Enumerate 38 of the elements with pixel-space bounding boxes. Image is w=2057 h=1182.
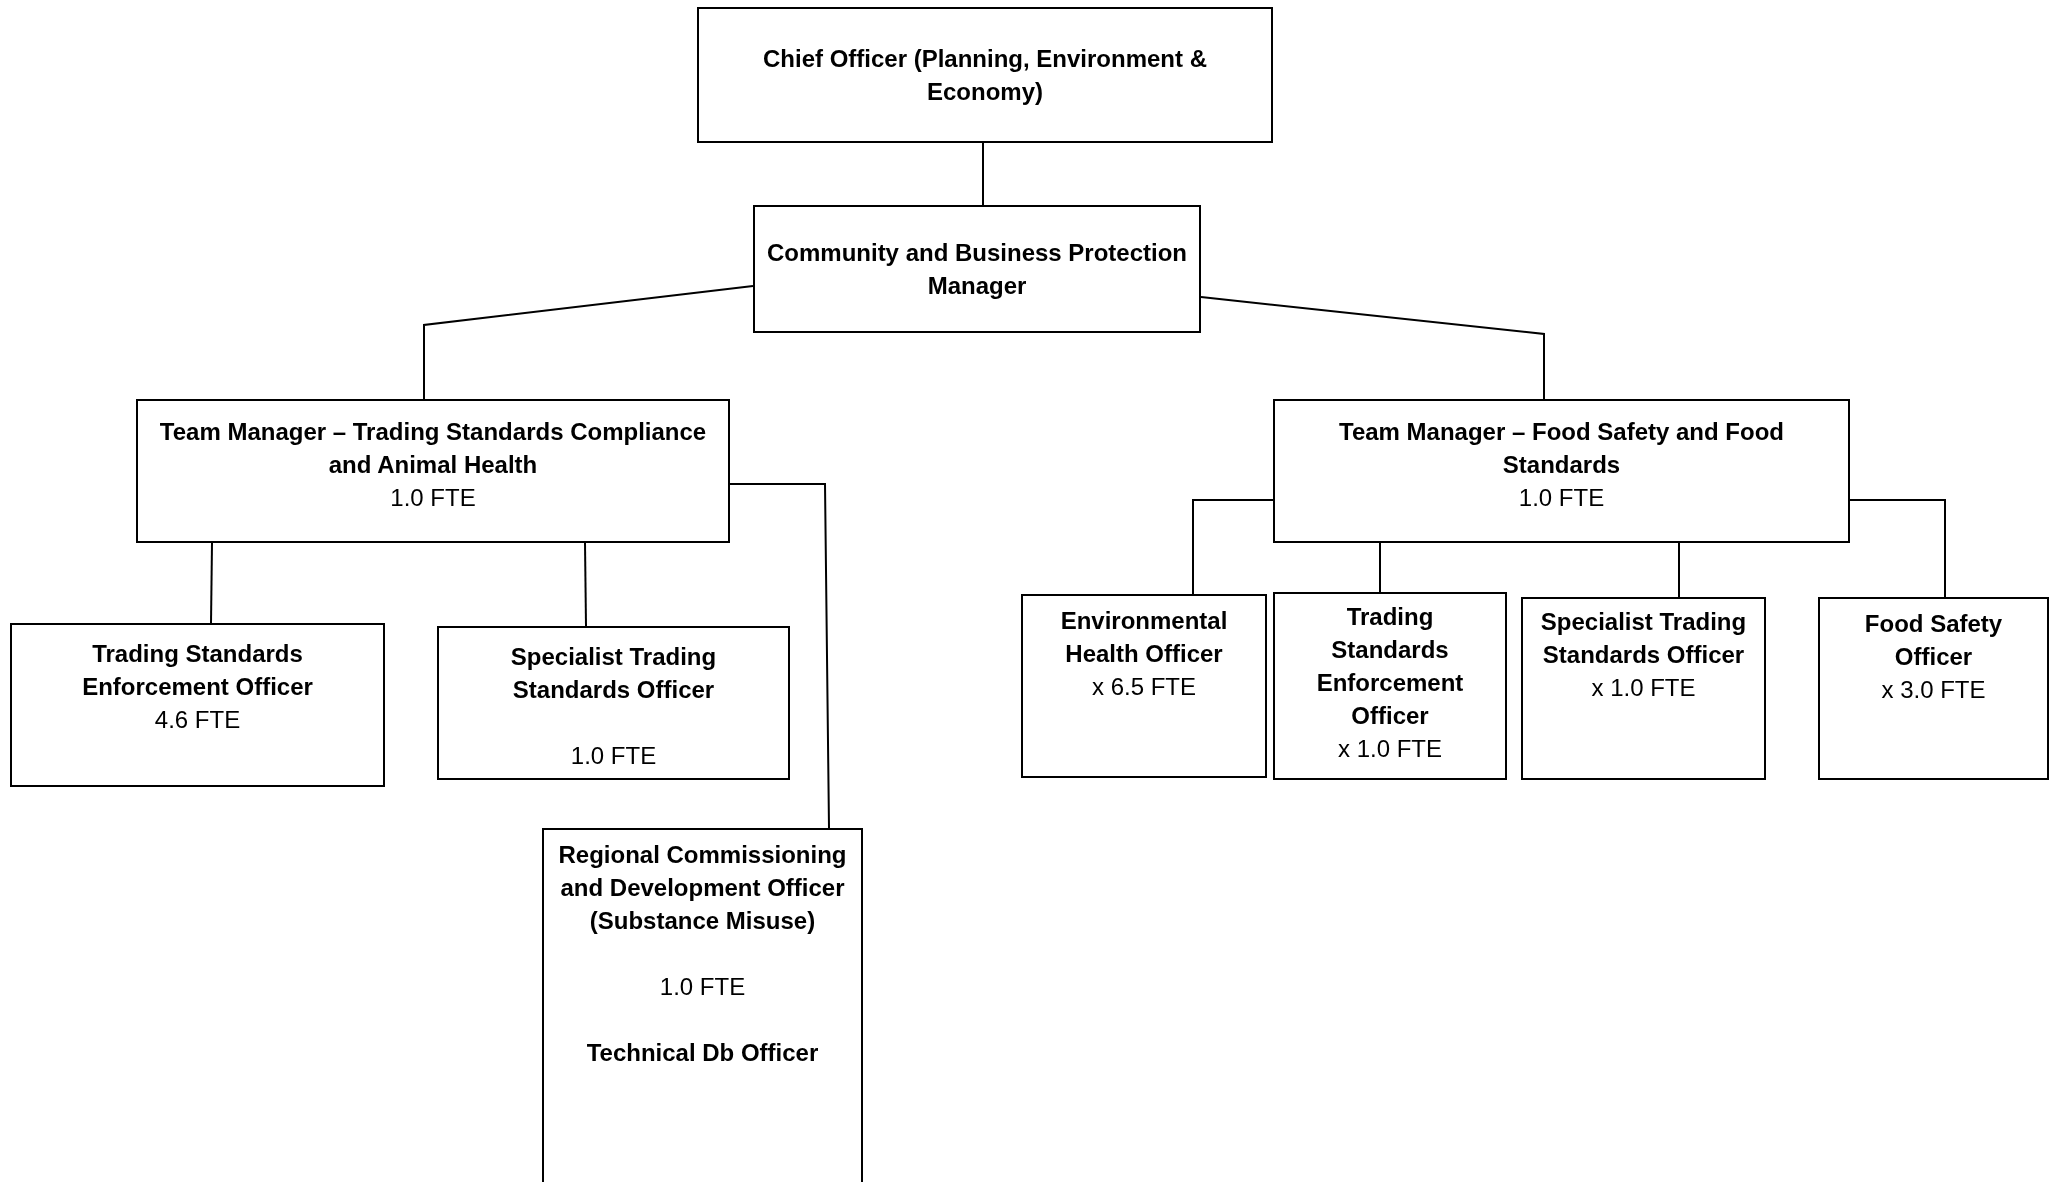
org-chart-box: [10, 623, 385, 787]
job-title: Team Manager – Trading Standards Compliance and Animal Health: [158, 417, 708, 480]
org-chart-box: [1521, 597, 1766, 780]
connector-line: [423, 285, 754, 400]
org-chart-box: [1818, 597, 2049, 780]
connector-line: [210, 542, 213, 624]
connector-line: [584, 542, 587, 627]
job-title: Team Manager – Food Safety and Food Standards: [1338, 417, 1785, 480]
job-title: Technical Db Officer: [585, 1038, 820, 1068]
fte-count: 1.0 FTE: [569, 741, 658, 771]
connector-line: [1849, 499, 1946, 598]
connector-line: [729, 483, 830, 829]
fte-count: x 1.0 FTE: [1590, 673, 1697, 703]
org-chart-box: [1273, 592, 1507, 780]
org-chart-box: [697, 7, 1273, 143]
fte-count: 1.0 FTE: [1517, 483, 1606, 513]
job-title: Specialist Trading Standards Officer: [509, 642, 718, 705]
job-title: Community and Business Protection Manager: [765, 238, 1189, 301]
org-chart-box: [437, 626, 790, 780]
org-chart-box: [542, 828, 863, 1182]
connector-line: [1200, 296, 1545, 400]
connector-line: [1678, 542, 1680, 598]
org-chart-box: [136, 399, 730, 543]
job-title: Chief Officer (Planning, Environment & Economy): [761, 44, 1208, 107]
job-title: Trading Standards Enforcement Officer: [81, 639, 314, 702]
fte-count: 1.0 FTE: [658, 972, 747, 1002]
fte-count: x 3.0 FTE: [1880, 675, 1987, 705]
connector-line: [1379, 542, 1381, 593]
job-title: Regional Commissioning and Development Officer (Substance Misuse): [557, 840, 848, 936]
fte-count: 1.0 FTE: [389, 483, 477, 513]
org-chart-box: [1021, 594, 1267, 778]
fte-count: x 6.5 FTE: [1091, 672, 1197, 702]
org-chart-box: [1273, 399, 1850, 543]
fte-count: x 1.0 FTE: [1337, 734, 1443, 764]
connector-line: [982, 142, 984, 206]
connector-line: [1192, 499, 1274, 595]
org-chart-box: [753, 205, 1201, 333]
fte-count: 4.6 FTE: [153, 705, 242, 735]
